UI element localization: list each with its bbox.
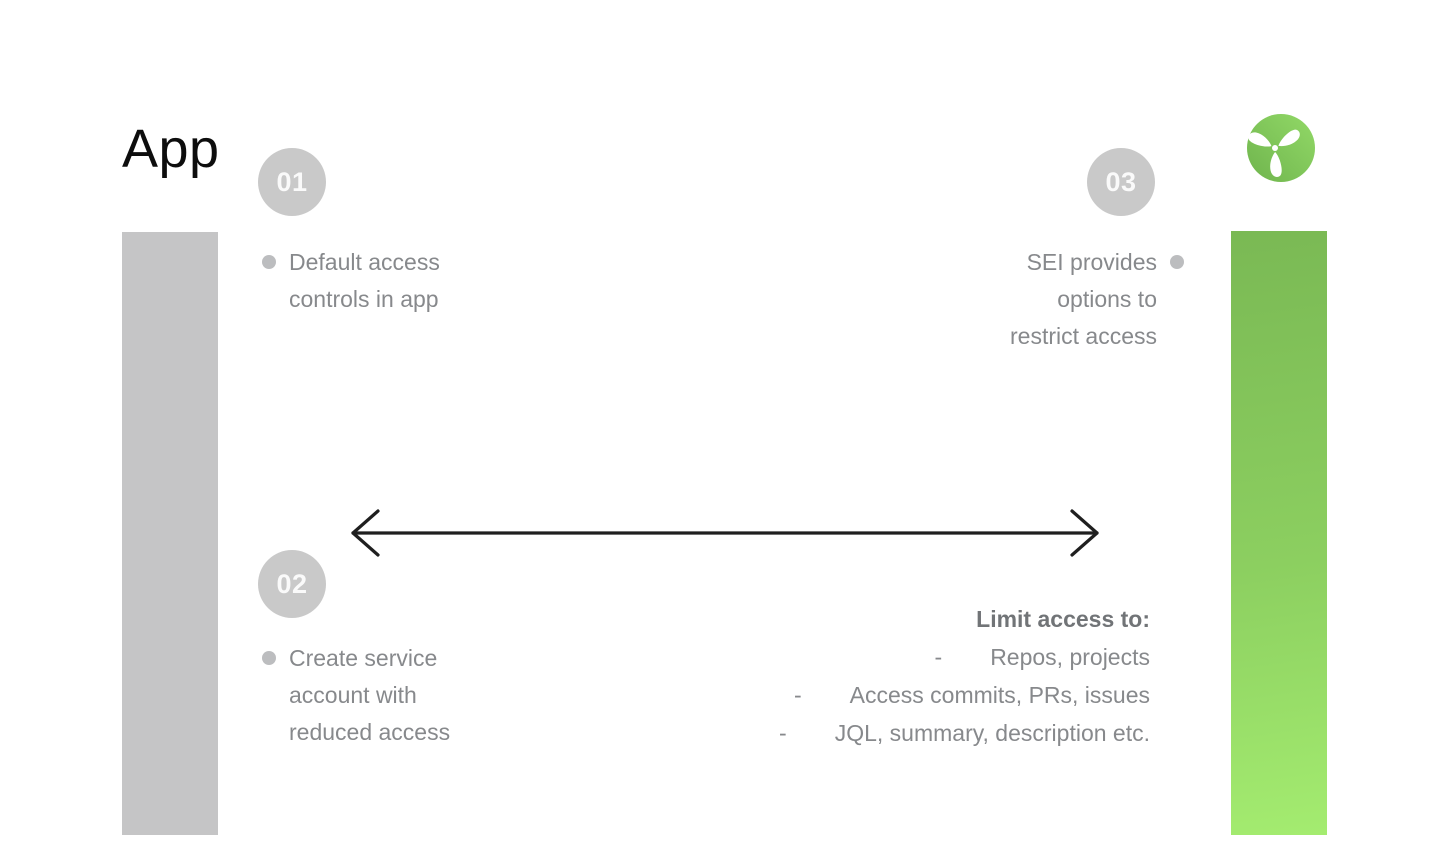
limit-access-item: - Access commits, PRs, issues — [779, 676, 1150, 714]
note-line: controls in app — [289, 286, 439, 312]
step-note-text: SEI provides options to restrict access — [1010, 244, 1157, 355]
limit-item-text: Repos, projects — [990, 644, 1150, 670]
note-line: account with — [289, 682, 417, 708]
note-line: Default access — [289, 249, 440, 275]
step-badge-02: 02 — [258, 550, 326, 618]
limit-access-item: - Repos, projects — [779, 638, 1150, 676]
sei-column-bar — [1231, 231, 1327, 835]
step-note-text: Create service account with reduced acce… — [289, 640, 450, 751]
limit-access-block: Limit access to: - Repos, projects - Acc… — [779, 600, 1150, 752]
step-number: 02 — [276, 568, 308, 599]
note-line: reduced access — [289, 719, 451, 745]
page-title: App — [122, 119, 220, 179]
limit-access-item: - JQL, summary, description etc. — [779, 714, 1150, 752]
step-note-01: Default access controls in app — [262, 244, 440, 318]
note-line: restrict access — [1010, 323, 1157, 349]
step-number: 01 — [276, 166, 308, 197]
note-line: options to — [1057, 286, 1157, 312]
note-line: Create service — [289, 645, 438, 671]
dash-marker: - — [934, 644, 943, 670]
bullet-dot-icon — [262, 255, 276, 269]
limit-item-text: Access commits, PRs, issues — [849, 682, 1150, 708]
app-column-bar — [122, 232, 218, 835]
step-badge-03: 03 — [1087, 148, 1155, 216]
step-number: 03 — [1105, 166, 1137, 197]
dash-marker: - — [779, 720, 787, 746]
step-badge-01: 01 — [258, 148, 326, 216]
dash-marker: - — [793, 682, 802, 708]
propeller-icon-svg — [1247, 114, 1315, 182]
limit-access-heading: Limit access to: — [976, 606, 1150, 632]
propeller-icon — [1247, 114, 1315, 182]
step-note-text: Default access controls in app — [289, 244, 440, 318]
bullet-dot-icon — [1170, 255, 1184, 269]
bullet-dot-icon — [262, 651, 276, 665]
step-note-02: Create service account with reduced acce… — [262, 640, 450, 751]
limit-item-text: JQL, summary, description etc. — [834, 720, 1150, 746]
double-headed-arrow-icon — [345, 505, 1105, 561]
step-note-03: SEI provides options to restrict access — [1010, 244, 1184, 355]
note-line: SEI provides — [1026, 249, 1157, 275]
